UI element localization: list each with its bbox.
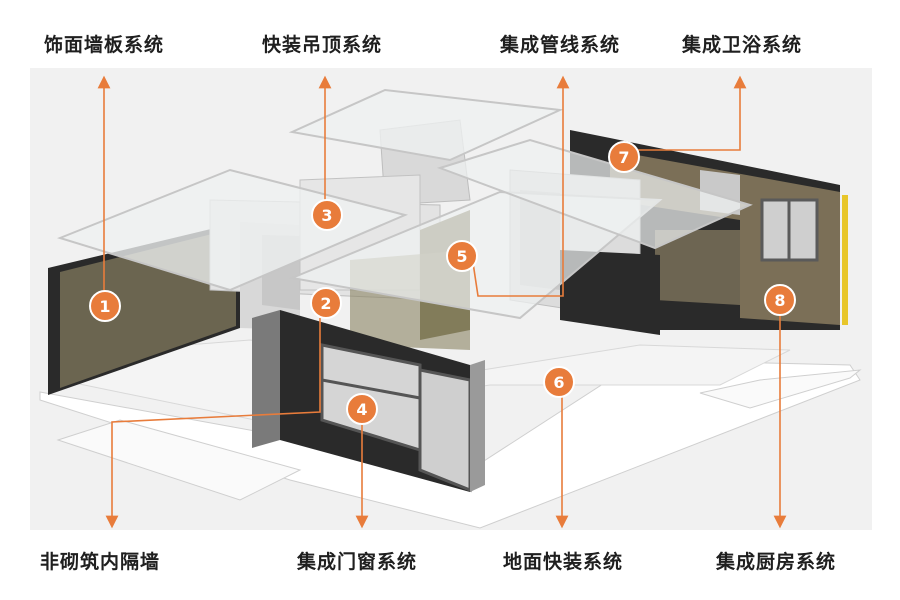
badge-7: 7: [608, 141, 640, 173]
label-pipeline-system: 集成管线系统: [500, 34, 621, 56]
label-partition-wall: 非砌筑内隔墙: [40, 551, 161, 573]
svg-text:1: 1: [99, 297, 110, 316]
svg-text:6: 6: [553, 373, 564, 392]
svg-text:2: 2: [320, 294, 331, 313]
badge-1: 1: [89, 290, 121, 322]
label-floor-system: 地面快装系统: [503, 551, 624, 573]
svg-text:4: 4: [356, 400, 367, 419]
badge-6: 6: [543, 366, 575, 398]
leader-lines: [97, 75, 787, 529]
svg-text:7: 7: [618, 148, 629, 167]
svg-text:3: 3: [321, 206, 332, 225]
badge-4: 4: [346, 393, 378, 425]
label-door-window-system: 集成门窗系统: [297, 551, 418, 573]
badge-8: 8: [764, 284, 796, 316]
label-bathroom-system: 集成卫浴系统: [682, 34, 803, 56]
label-ceiling-system: 快装吊顶系统: [262, 34, 383, 56]
svg-text:8: 8: [774, 291, 785, 310]
label-kitchen-system: 集成厨房系统: [716, 551, 837, 573]
badge-2: 2: [310, 287, 342, 319]
badge-5: 5: [446, 240, 478, 272]
svg-text:5: 5: [456, 247, 467, 266]
badge-3: 3: [311, 199, 343, 231]
ceiling-plates: [56, 88, 753, 320]
label-wall-panel-system: 饰面墙板系统: [44, 34, 165, 56]
